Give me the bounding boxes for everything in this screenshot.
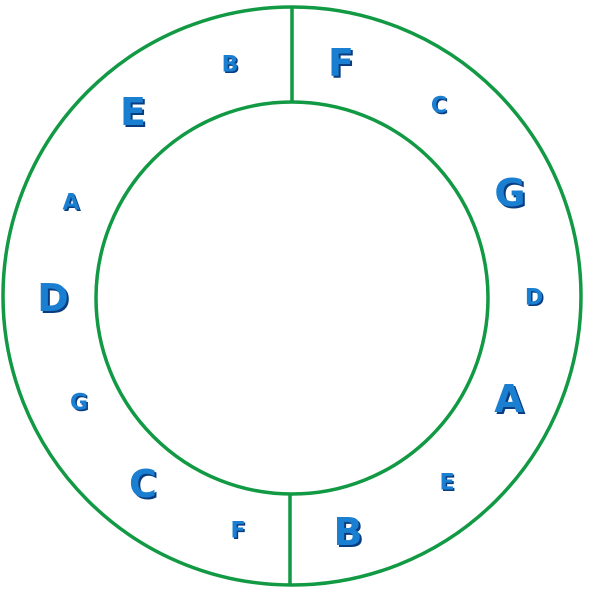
note-label-shadow: F (330, 43, 356, 87)
note-label-shadow: C (432, 95, 448, 120)
note-label-f-small: F (230, 519, 245, 544)
note-label-shadow: A (64, 192, 81, 217)
note-label-shadow: E (441, 472, 456, 497)
note-label-shadow: B (336, 512, 365, 556)
note-label-shadow: G (71, 392, 89, 417)
note-label-shadow: D (526, 287, 544, 312)
note-label-shadow: D (39, 278, 71, 322)
note-label-shadow: C (131, 464, 159, 508)
note-label-a-small: A (62, 191, 79, 216)
note-label-b-small: B (222, 53, 239, 78)
note-label-e-large: E (120, 90, 146, 134)
note-label-g-large: G (494, 171, 525, 215)
note-label-shadow: F (232, 520, 247, 545)
inner-ring (94, 100, 490, 496)
note-label-d-large: D (37, 276, 69, 320)
note-label-f-large: F (328, 41, 354, 85)
note-label-g-small: G (70, 391, 88, 416)
note-label-b-large: B (334, 510, 363, 554)
note-label-shadow: A (496, 379, 526, 423)
note-label-e-small: E (439, 471, 454, 496)
note-label-shadow: G (496, 173, 527, 217)
note-label-shadow: B (223, 54, 240, 79)
note-label-c-large: C (129, 462, 157, 506)
note-label-d-small: D (525, 286, 543, 311)
note-label-a-large: A (494, 377, 524, 421)
note-label-shadow: E (122, 92, 148, 136)
note-label-c-small: C (431, 94, 447, 119)
